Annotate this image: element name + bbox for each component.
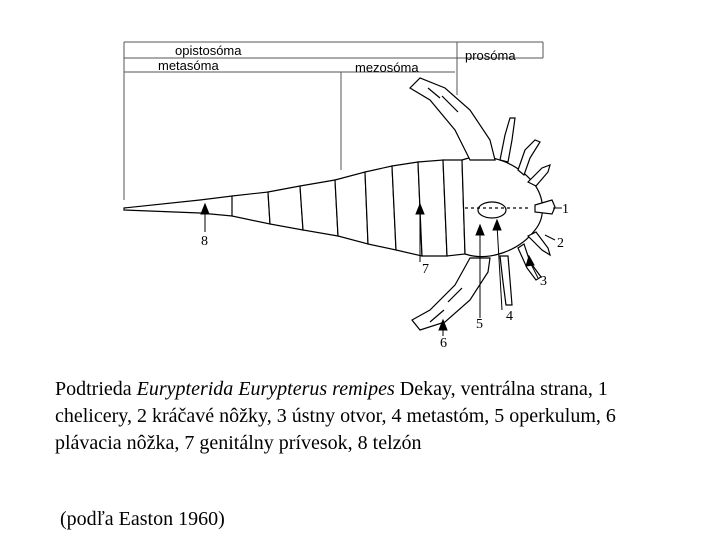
callout-7: 7 [422,262,429,277]
metastoma-shape [478,202,506,218]
region-label-mezosoma: mezosóma [355,60,419,75]
caption-taxon: Eurypterida Eurypterus remipes [137,378,395,400]
callout-3: 3 [540,274,547,289]
callout-6: 6 [440,336,447,351]
callout-1: 1 [562,202,569,217]
caption-prefix: Podtrieda [55,378,137,400]
eurypterus-diagram: opistosóma metasóma mezosóma prosóma [0,0,720,360]
callout-2: 2 [557,236,564,251]
callout-8: 8 [201,234,208,249]
figure-caption: Podtrieda Eurypterida Eurypterus remipes… [55,376,675,457]
figure-source: (podľa Easton 1960) [60,508,225,531]
region-label-opistosoma: opistosóma [175,43,242,58]
callout-5: 5 [476,317,483,332]
region-label-metasoma: metasóma [158,58,219,73]
telson-shape [124,196,238,216]
eurypterus-body [124,78,555,330]
callout-4: 4 [506,309,513,324]
region-label-prosoma: prosóma [465,48,516,63]
